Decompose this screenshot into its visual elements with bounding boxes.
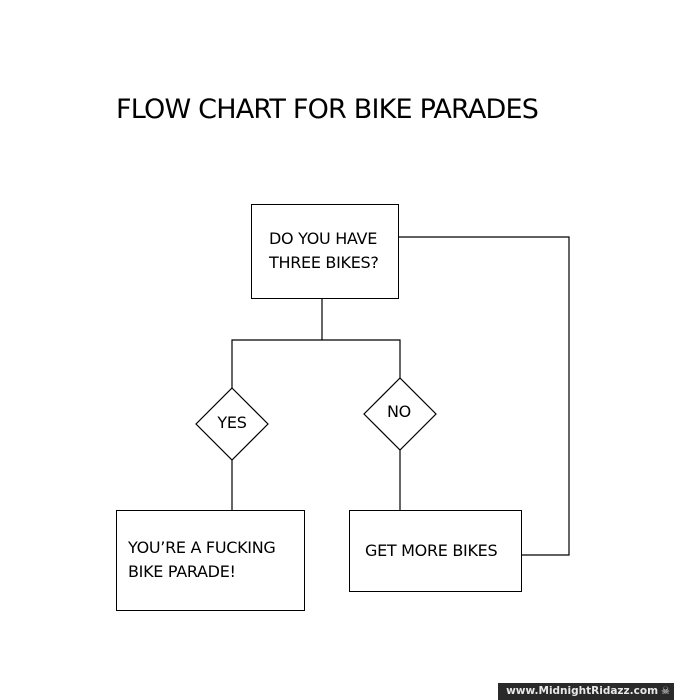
result-box: YOU’RE A FUCKING BIKE PARADE! [116,510,305,611]
get-more-bikes-label: GET MORE BIKES [365,541,498,560]
question-box: DO YOU HAVE THREE BIKES? [251,204,399,299]
get-more-bikes-box: GET MORE BIKES [349,510,522,592]
skull-icon: ☠ [661,686,670,697]
edge-branch-to-yes [231,339,322,388]
yes-diamond [195,387,269,461]
watermark: www.MidnightRidazz.com☠ [498,683,674,700]
question-line-2: THREE BIKES? [269,253,379,272]
diagram-title: FLOW CHART FOR BIKE PARADES [116,94,539,125]
result-line-2: BIKE PARADE! [128,562,236,581]
no-label: NO [387,402,411,421]
result-line-1: YOU’RE A FUCKING [128,538,276,557]
edge-branch-to-no [322,339,401,378]
question-line-1: DO YOU HAVE [269,229,377,248]
yes-label: YES [217,413,247,432]
edge-more-to-question [399,236,570,556]
no-diamond [363,377,437,451]
watermark-text: www.MidnightRidazz.com [506,685,659,697]
